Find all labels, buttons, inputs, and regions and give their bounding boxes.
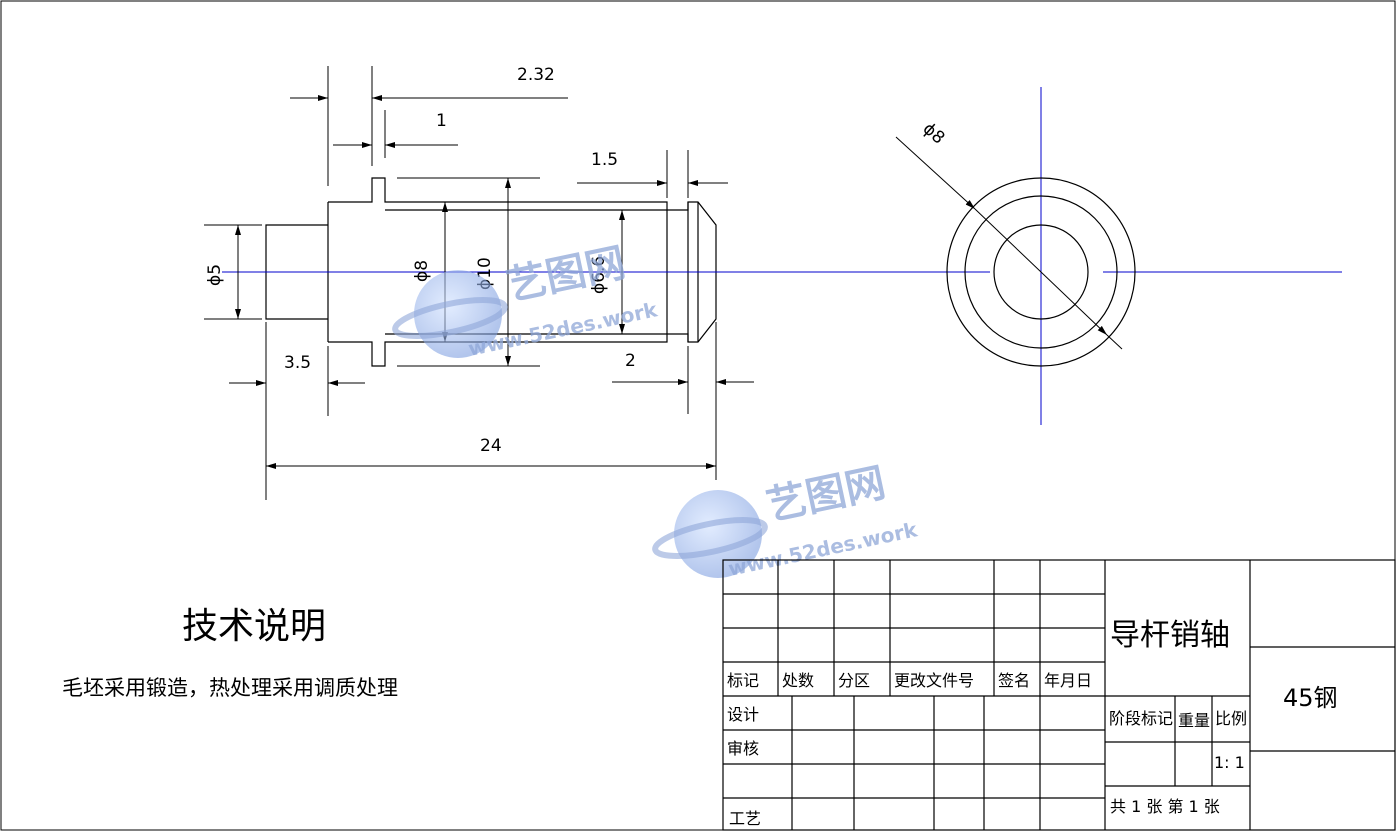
stage-mark-label: 阶段标记 <box>1109 709 1173 728</box>
watermark-brand: 艺图网 <box>763 460 890 530</box>
dim-2: 2 <box>625 351 636 371</box>
end-view <box>895 136 1136 367</box>
notes-title: 技术说明 <box>182 606 326 647</box>
dim-phi5: ϕ5 <box>205 264 225 286</box>
dim-phi6-6: ϕ6.6 <box>589 256 609 294</box>
material: 45钢 <box>1283 684 1338 712</box>
notes-body: 毛坯采用锻造，热处理采用调质处理 <box>62 676 398 700</box>
dim-1-5: 1.5 <box>591 150 618 170</box>
header-signature: 签名 <box>998 671 1030 690</box>
dim-phi8-end: ϕ8 <box>919 119 949 149</box>
role-review: 审核 <box>727 739 759 758</box>
dimension-lines <box>204 66 754 500</box>
dim-3-5: 3.5 <box>284 353 311 373</box>
header-date: 年月日 <box>1044 671 1092 690</box>
middle-circle <box>964 195 1118 349</box>
weight-label: 重量 <box>1178 711 1210 730</box>
header-count: 处数 <box>782 671 814 690</box>
dimension-texts: 2.32 1 1.5 ϕ5 ϕ8 ϕ10 ϕ6.6 3.5 2 24 <box>205 65 636 456</box>
title-block <box>722 559 1396 831</box>
sheet-info: 共 1 张 第 1 张 <box>1110 797 1220 816</box>
header-doc-no: 更改文件号 <box>894 671 974 690</box>
role-process: 工艺 <box>729 809 761 828</box>
part-name: 导杆销轴 <box>1110 618 1230 653</box>
inner-circle <box>993 224 1089 320</box>
watermark-brand: 艺图网 <box>503 240 630 310</box>
dim-24: 24 <box>480 436 502 456</box>
header-mark: 标记 <box>727 671 759 690</box>
watermark-1: 艺图网 www.52des.work <box>392 240 660 361</box>
header-zone: 分区 <box>838 671 870 690</box>
centerlines <box>222 87 1342 425</box>
dim-1: 1 <box>436 111 447 131</box>
dim-2-32: 2.32 <box>517 65 555 85</box>
title-block-texts: 标记 处数 分区 更改文件号 签名 年月日 设计 审核 工艺 导杆销轴 45钢 … <box>727 618 1338 828</box>
scale-label: 比例 <box>1215 709 1247 728</box>
dim-phi8-side: ϕ8 <box>412 260 432 282</box>
watermark-2: 艺图网 www.52des.work <box>652 460 920 581</box>
role-design: 设计 <box>727 705 759 724</box>
scale-value: 1: 1 <box>1214 753 1245 772</box>
outer-circle <box>946 177 1136 367</box>
